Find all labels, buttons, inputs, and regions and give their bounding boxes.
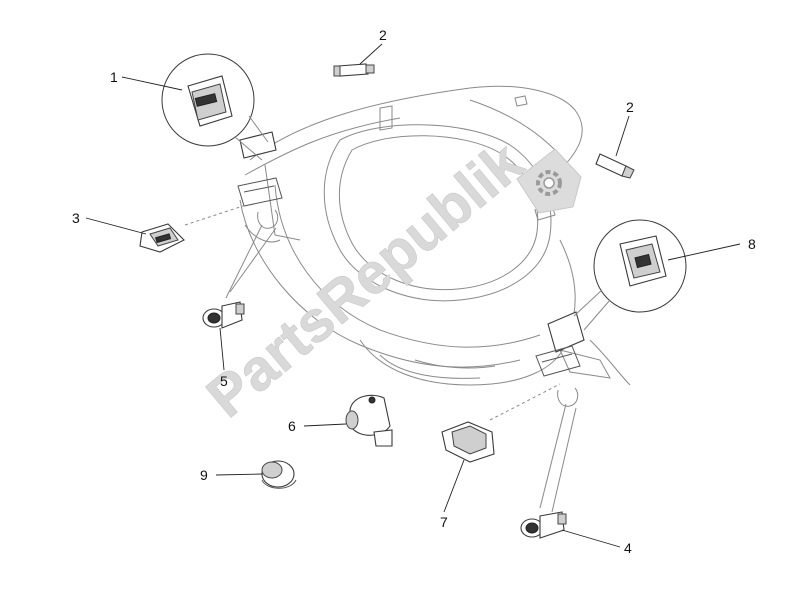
- callout-8: 8: [748, 236, 756, 252]
- callout-3: 3: [72, 210, 80, 226]
- callout-5: 5: [220, 373, 228, 389]
- callout-labels: 1 2 2 3 4 5 6 7 8 9: [72, 27, 756, 556]
- part-5-power-socket: [202, 224, 277, 329]
- watermark: PartsRepublik: [194, 129, 582, 430]
- part-9-ring: [261, 460, 297, 489]
- handlebar-cover-body: [239, 85, 631, 407]
- callout-4: 4: [624, 540, 632, 556]
- callout-9: 9: [200, 467, 208, 483]
- callout-2-right: 2: [626, 99, 634, 115]
- part-3-switch: [139, 204, 247, 253]
- part-7-bezel: [441, 383, 561, 463]
- callout-1: 1: [110, 69, 118, 85]
- callout-6: 6: [288, 418, 296, 434]
- part-6-ignition-lock: [345, 394, 393, 447]
- part-2-bulb-top: [333, 63, 375, 77]
- leader-lines: [85, 43, 741, 548]
- gear-icon: [516, 148, 582, 214]
- callout-2-top: 2: [379, 27, 387, 43]
- left-switch-housing: [237, 131, 283, 207]
- part-2-bulb-right: [595, 153, 635, 179]
- part-1-switch-zoom: [161, 53, 269, 161]
- callout-7: 7: [440, 514, 448, 530]
- part-4-power-socket: [520, 403, 577, 539]
- right-switch-housing: [535, 311, 585, 377]
- part-8-switch-zoom: [573, 219, 687, 331]
